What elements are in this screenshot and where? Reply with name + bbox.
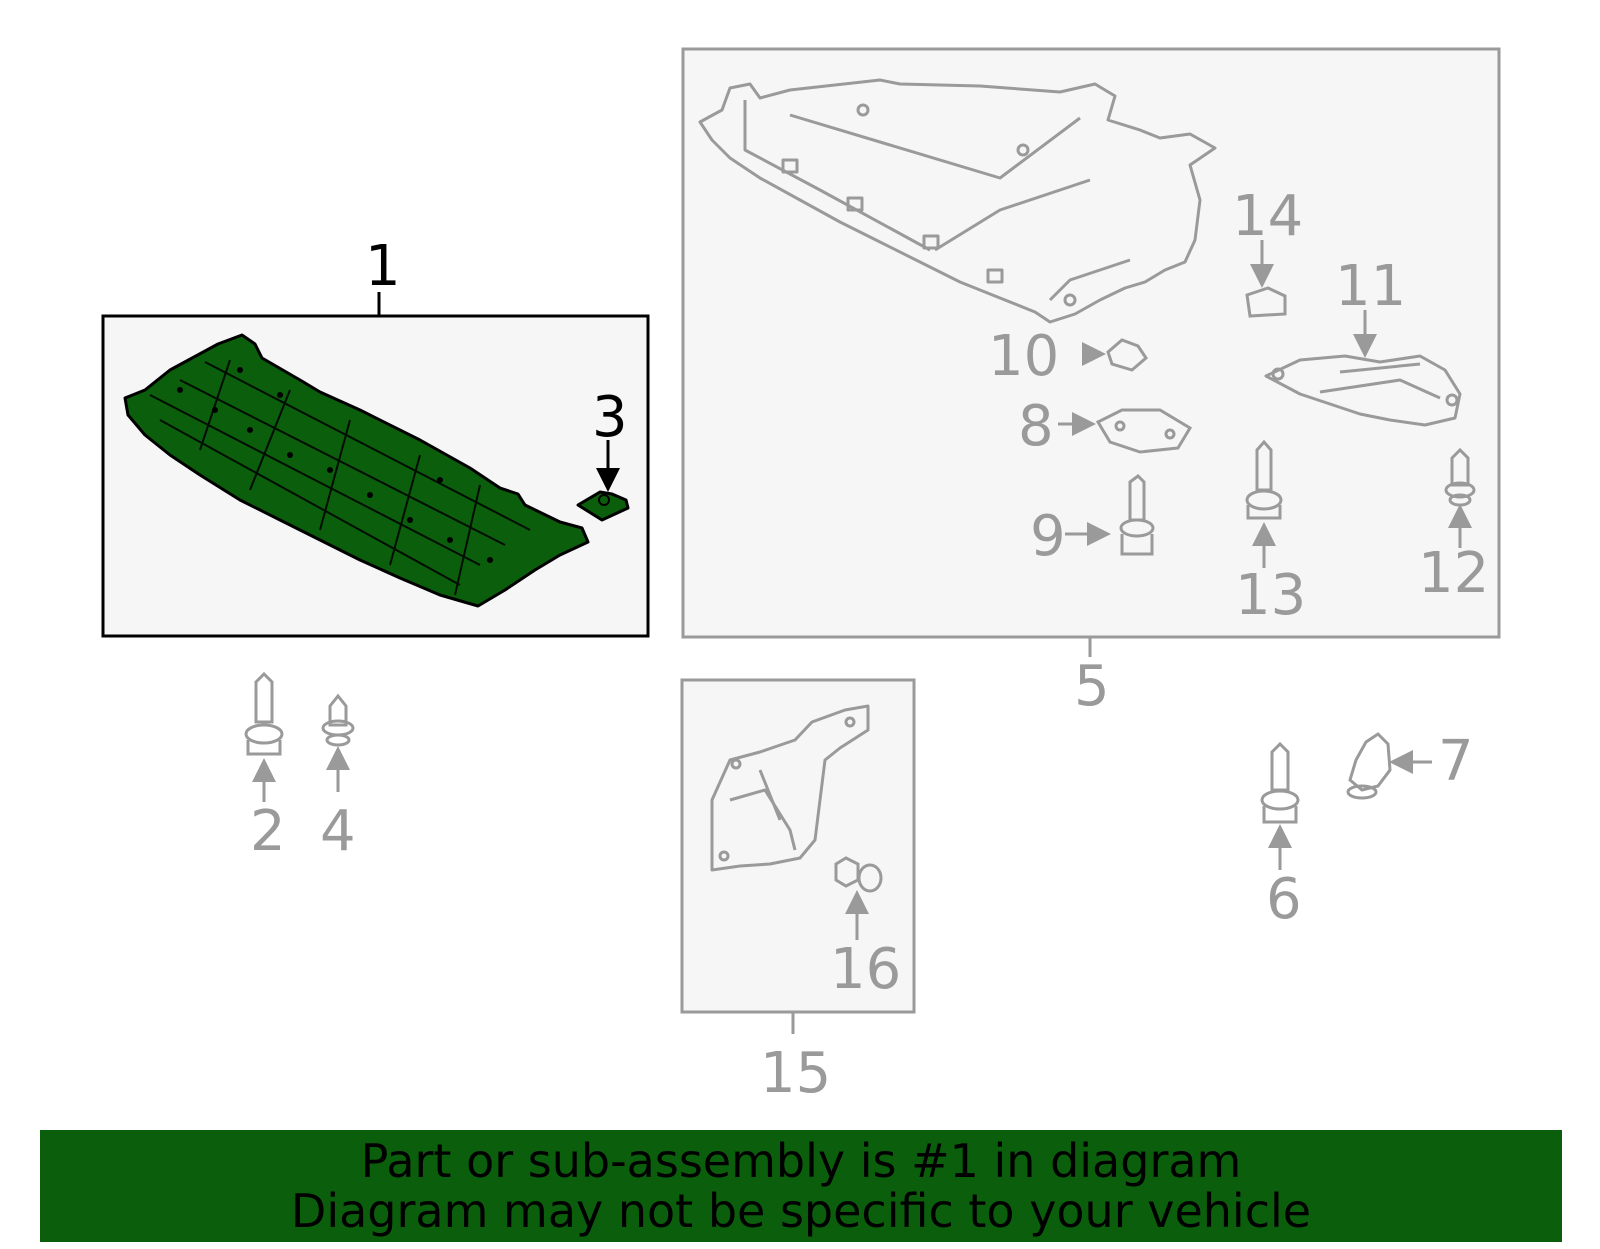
part-1-engine-shield[interactable] — [123, 333, 590, 608]
callout-6: 6 — [1266, 867, 1302, 932]
part-4-clip[interactable] — [321, 693, 355, 792]
part-9-bolt[interactable] — [1065, 474, 1155, 556]
part-3-clip-nut[interactable] — [576, 440, 630, 522]
callout-7: 7 — [1438, 729, 1474, 794]
disclaimer-banner: Part or sub-assembly is #1 in diagram Di… — [40, 1130, 1562, 1242]
callout-14: 14 — [1232, 184, 1303, 249]
callout-8: 8 — [1018, 394, 1054, 459]
part-11-splash-shield[interactable] — [1264, 310, 1462, 427]
callout-11: 11 — [1335, 254, 1406, 319]
callout-3: 3 — [592, 385, 628, 450]
part-6-bolt[interactable] — [1260, 741, 1300, 870]
part-14-clip[interactable] — [1245, 240, 1287, 318]
part-13-bolt[interactable] — [1245, 439, 1283, 568]
part-2-bolt[interactable] — [244, 671, 284, 802]
part-5-lower-cover[interactable] — [698, 78, 1217, 324]
callout-12: 12 — [1418, 541, 1489, 606]
callout-4: 4 — [320, 799, 356, 864]
callout-15: 15 — [760, 1041, 831, 1106]
part-12-clip[interactable] — [1444, 447, 1476, 548]
callout-9: 9 — [1030, 504, 1066, 569]
callout-13: 13 — [1235, 563, 1306, 628]
callout-10: 10 — [988, 324, 1059, 389]
part-16-clip[interactable] — [834, 856, 883, 940]
banner-line-2: Diagram may not be specific to your vehi… — [290, 1184, 1312, 1238]
banner-line-1: Part or sub-assembly is #1 in diagram — [360, 1134, 1242, 1188]
part-15-bracket[interactable] — [710, 704, 870, 872]
callout-1: 1 — [365, 234, 401, 299]
callout-2: 2 — [250, 799, 286, 864]
callout-5: 5 — [1074, 654, 1110, 719]
part-10-clip[interactable] — [1082, 338, 1148, 372]
part-8-plate[interactable] — [1058, 408, 1193, 454]
part-7-grommet[interactable] — [1346, 732, 1432, 800]
callout-16: 16 — [830, 937, 901, 1002]
